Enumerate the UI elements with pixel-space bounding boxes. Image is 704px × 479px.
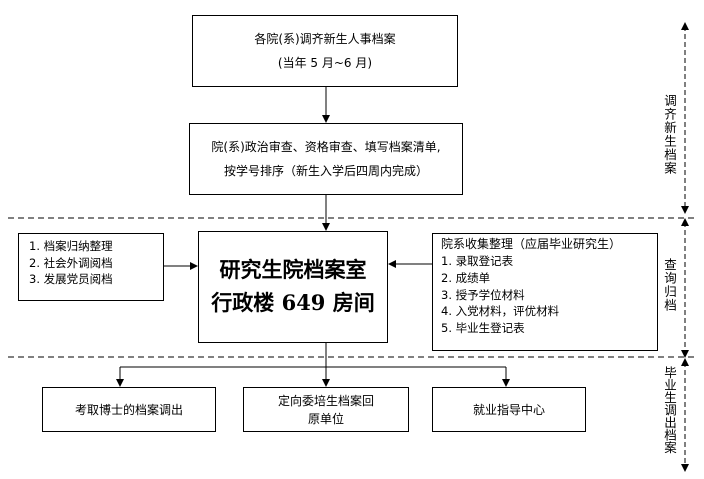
review-line-2: 按学号排序（新生入学后四周内完成）	[223, 164, 428, 178]
graduate-materials-title: 院系收集整理（应届毕业研究生）	[441, 237, 622, 251]
graduate-materials-box: 院系收集整理（应届毕业研究生） 1. 录取登记表 2. 成绩单 3. 授予学位材…	[432, 233, 658, 351]
collect-freshman-files-box: 各院(系)调齐新生人事档案 (当年 5 月~6 月)	[192, 15, 458, 87]
archive-usage-item: 3. 发展党员阅档	[29, 272, 113, 287]
sponsored-return-box: 定向委培生档案回 原单位	[243, 387, 409, 432]
archive-usage-item: 2. 社会外调阅档	[29, 255, 113, 270]
graduate-materials-item: 2. 成绩单	[441, 271, 491, 286]
phase1-span-arrow	[681, 22, 689, 214]
review-box: 院(系)政治审查、资格审查、填写档案清单, 按学号排序（新生入学后四周内完成）	[189, 123, 463, 195]
sponsored-return-line-1: 定向委培生档案回	[277, 393, 374, 408]
phase-label-3: 毕业生调出档案	[662, 366, 677, 454]
graduate-materials-item: 3. 授予学位材料	[441, 287, 525, 302]
archive-office-box: 研究生院档案室 行政楼 649 房间	[198, 231, 388, 343]
phase-label-2: 查询归档	[662, 258, 677, 312]
graduate-materials-item: 1. 录取登记表	[441, 254, 514, 269]
archive-usage-item: 1. 档案归纳整理	[29, 239, 113, 253]
review-line-1: 院(系)政治审查、资格审查、填写档案清单,	[211, 140, 441, 154]
graduate-materials-item: 5. 毕业生登记表	[441, 321, 525, 336]
collect-files-period: (当年 5 月~6 月)	[277, 56, 373, 70]
archive-usage-box: 1. 档案归纳整理 2. 社会外调阅档 3. 发展党员阅档	[18, 233, 164, 301]
employment-center-label: 就业指导中心	[472, 402, 545, 417]
phase2-span-arrow	[681, 218, 689, 358]
sponsored-return-line-2: 原单位	[307, 411, 344, 426]
graduate-materials-item: 4. 入党材料，评优材料	[441, 304, 560, 319]
phd-transfer-box: 考取博士的档案调出	[42, 387, 216, 432]
phase-label-1: 调齐新生档案	[662, 94, 677, 175]
phase3-span-arrow	[681, 358, 689, 472]
employment-center-box: 就业指导中心	[432, 387, 586, 432]
collect-files-title: 各院(系)调齐新生人事档案	[254, 32, 396, 46]
phd-transfer-label: 考取博士的档案调出	[74, 402, 183, 417]
archive-office-location: 行政楼 649 房间	[211, 290, 375, 315]
archive-office-name: 研究生院档案室	[219, 257, 367, 283]
